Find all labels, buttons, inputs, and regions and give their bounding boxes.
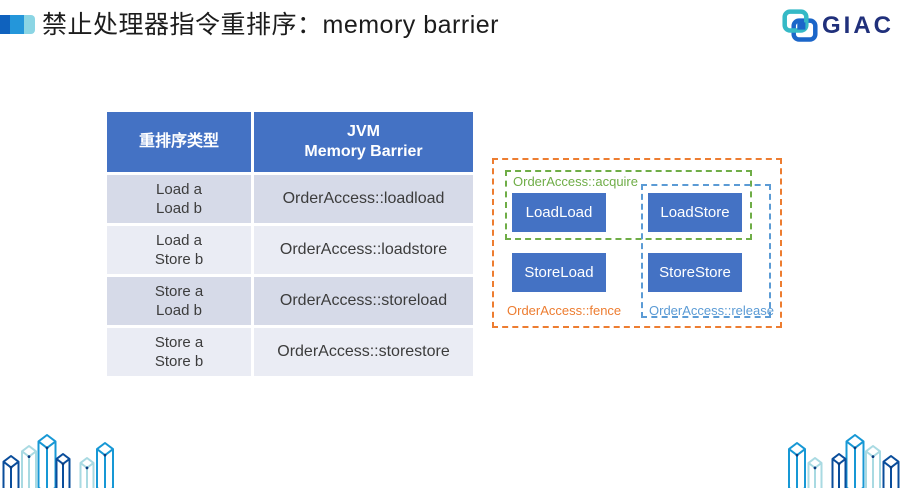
table-cell-reorder-type: Load a Store b bbox=[107, 226, 251, 274]
buildings-icon bbox=[2, 434, 114, 488]
memory-barrier-diagram: OrderAccess::acquire LoadLoad LoadStore … bbox=[492, 158, 782, 328]
giac-logo-text: GIAC bbox=[822, 12, 894, 39]
giac-logo-mark-icon bbox=[782, 9, 818, 42]
loadload-box: LoadLoad bbox=[512, 193, 606, 232]
page-title: 禁止处理器指令重排序：memory barrier bbox=[42, 11, 499, 39]
table-cell-barrier: OrderAccess::storeload bbox=[254, 277, 473, 325]
title-marker-segment-dark bbox=[0, 15, 10, 34]
table-header-reorder-type: 重排序类型 bbox=[107, 112, 251, 172]
jvm-memory-barrier-table: 重排序类型 JVM Memory Barrier Load a Load b O… bbox=[107, 112, 473, 376]
fence-group-outline bbox=[492, 158, 782, 328]
storestore-box: StoreStore bbox=[648, 253, 742, 292]
table-cell-reorder-type: Load a Load b bbox=[107, 175, 251, 223]
title-bullet-icon bbox=[0, 15, 35, 34]
storeload-box: StoreLoad bbox=[512, 253, 606, 292]
title-marker-segment-mid bbox=[10, 15, 24, 34]
giac-logo: GIAC bbox=[782, 8, 894, 44]
table-cell-reorder-type: Store a Store b bbox=[107, 328, 251, 376]
table-cell-barrier: OrderAccess::loadload bbox=[254, 175, 473, 223]
release-group-label: OrderAccess::release bbox=[649, 303, 774, 318]
table-cell-barrier: OrderAccess::loadstore bbox=[254, 226, 473, 274]
city-skyline-decoration-right bbox=[762, 430, 902, 488]
table-header-jvm-memory-barrier: JVM Memory Barrier bbox=[254, 112, 473, 172]
release-group-outline bbox=[641, 184, 771, 318]
title-marker-segment-light bbox=[24, 15, 35, 34]
acquire-group-label: OrderAccess::acquire bbox=[513, 174, 638, 189]
loadstore-box: LoadStore bbox=[648, 193, 742, 232]
title-bar: 禁止处理器指令重排序：memory barrier bbox=[0, 5, 499, 41]
fence-group-label: OrderAccess::fence bbox=[507, 303, 622, 318]
table-cell-reorder-type: Store a Load b bbox=[107, 277, 251, 325]
acquire-group-outline bbox=[505, 170, 752, 240]
table-cell-barrier: OrderAccess::storestore bbox=[254, 328, 473, 376]
buildings-icon bbox=[788, 434, 900, 488]
city-skyline-decoration-left bbox=[0, 430, 140, 488]
